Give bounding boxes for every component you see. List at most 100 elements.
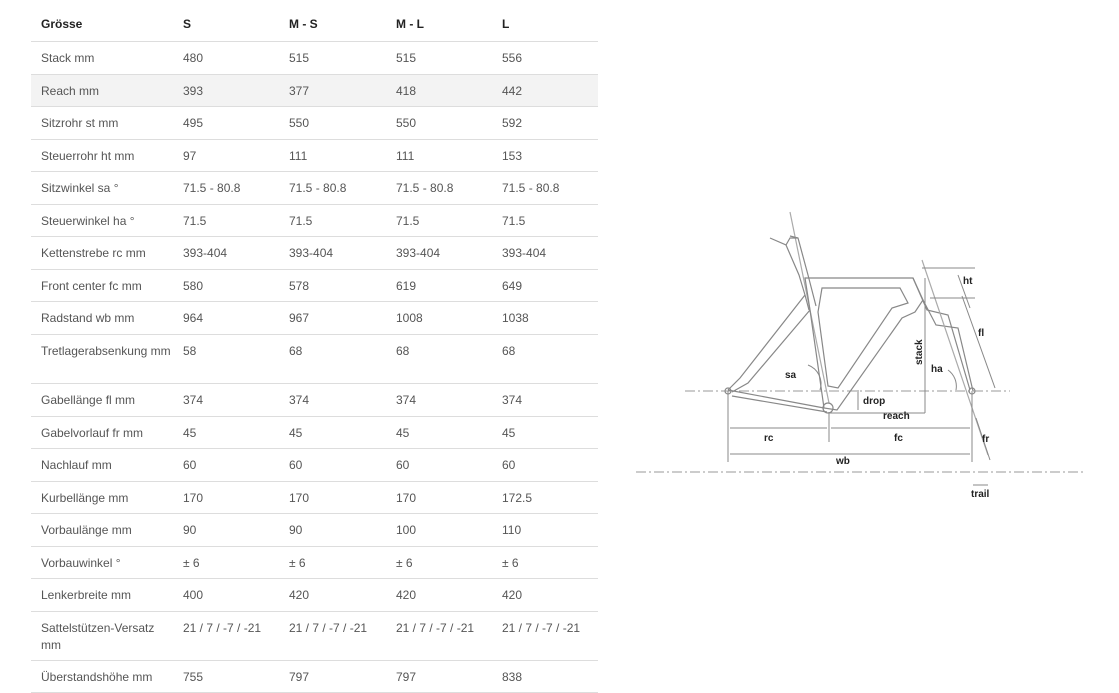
table-cell-m-l: 21 / 7 / -7 / -21: [386, 611, 492, 661]
chain-stay: [727, 389, 825, 409]
fork-front: [912, 277, 971, 391]
cell-value: 1008: [396, 311, 423, 325]
table-cell-s: 480: [173, 41, 279, 75]
table-cell-m-s: ± 6: [279, 546, 386, 579]
row-label-text: Radstand wb mm: [41, 311, 135, 325]
label-trail: trail: [971, 489, 990, 500]
table-cell-s: ± 6: [173, 546, 279, 579]
cell-value: 797: [289, 670, 310, 684]
table-cell-l: 374: [492, 383, 598, 417]
cell-value: 1038: [502, 311, 529, 325]
table-cell-s: 580: [173, 269, 279, 302]
cell-value: 71.5: [289, 214, 313, 228]
table-cell-m-s: 71.5 - 80.8: [279, 171, 386, 205]
table-cell-l: 45: [492, 416, 598, 449]
row-label: Überstandshöhe mm: [31, 660, 173, 693]
cell-value: 170: [289, 491, 310, 505]
cell-value: ± 6: [502, 556, 519, 570]
table-cell-l: 838: [492, 660, 598, 693]
label-stack: stack: [914, 339, 925, 365]
table-cell-s: 755: [173, 660, 279, 693]
cell-value: 393-404: [502, 246, 547, 260]
cell-value: 550: [289, 116, 310, 130]
cell-value: 420: [396, 588, 417, 602]
table-cell-l: 110: [492, 513, 598, 547]
row-label: Kurbellänge mm: [31, 481, 173, 514]
cell-value: 556: [502, 51, 523, 65]
table-cell-s: 45: [173, 416, 279, 449]
row-label-text: Kurbellänge mm: [41, 491, 129, 505]
table-cell-s: 60: [173, 448, 279, 482]
bike-frame: [724, 211, 989, 456]
row-label: Tretlagerabsenkung mm: [31, 334, 173, 384]
cell-value: 21 / 7 / -7 / -21: [502, 621, 581, 635]
row-label: Gabellänge fl mm: [31, 383, 173, 417]
table-cell-m-s: 68: [279, 334, 386, 384]
table-cell-l: ± 6: [492, 546, 598, 579]
table-cell-m-l: 60: [386, 448, 492, 482]
row-label: Kettenstrebe rc mm: [31, 236, 173, 270]
row-label-text: Steuerrohr ht mm: [41, 149, 135, 163]
cell-value: 393-404: [396, 246, 441, 260]
cell-value: 420: [502, 588, 523, 602]
cell-value: 21 / 7 / -7 / -21: [289, 621, 368, 635]
row-label: Nachlauf mm: [31, 448, 173, 482]
table-cell-m-s: 377: [279, 74, 386, 107]
row-label-text: Steuerwinkel ha °: [41, 214, 135, 228]
column-header-s: S: [173, 6, 279, 42]
cell-value: 60: [396, 458, 410, 472]
table-cell-l: 71.5 - 80.8: [492, 171, 598, 205]
cell-value: 71.5: [183, 214, 207, 228]
table-row: Sattelstützen-Versatz mm 21 / 7 / -7 / -2…: [31, 611, 598, 661]
row-label: Steuerrohr ht mm: [31, 139, 173, 172]
frame-geometry-diagram: ht fl stack ha sa drop reach rc fc fr wb…: [636, 211, 1086, 500]
row-label-text: Überstandshöhe mm: [41, 670, 153, 684]
row-label: Vorbaulänge mm: [31, 513, 173, 547]
label-fr: fr: [982, 434, 989, 445]
label-drop: drop: [863, 396, 885, 407]
table-cell-s: 58: [173, 334, 279, 384]
table-cell-m-l: 111: [386, 139, 492, 172]
cell-value: ± 6: [183, 556, 200, 570]
row-label-text: Tretlagerabsenkung mm: [41, 344, 171, 358]
ht-dimension: [957, 274, 971, 309]
saddle-clamp: [785, 237, 798, 246]
cell-value: 964: [183, 311, 204, 325]
table-cell-s: 374: [173, 383, 279, 417]
table-cell-l: 393-404: [492, 236, 598, 270]
row-label: Stack mm: [31, 41, 173, 75]
table-cell-s: 964: [173, 301, 279, 335]
cell-value: 418: [396, 84, 417, 98]
cell-value: 45: [396, 426, 410, 440]
cell-value: 649: [502, 279, 523, 293]
table-cell-m-s: 550: [279, 106, 386, 140]
table-cell-l: 442: [492, 74, 598, 107]
table-cell-l: 21 / 7 / -7 / -21: [492, 611, 598, 661]
cell-value: 172.5: [502, 491, 533, 505]
table-cell-l: 68: [492, 334, 598, 384]
column-header-size: Grösse: [31, 6, 173, 42]
row-label: Front center fc mm: [31, 269, 173, 302]
table-cell-m-l: 71.5: [386, 204, 492, 237]
table-cell-s: 495: [173, 106, 279, 140]
cell-value: 60: [502, 458, 516, 472]
cell-value: 170: [183, 491, 204, 505]
table-cell-l: 153: [492, 139, 598, 172]
table-cell-s: 400: [173, 578, 279, 612]
table-cell-m-s: 967: [279, 301, 386, 335]
row-label-text: Sattelstützen-Versatz mm: [41, 621, 155, 652]
row-label: Sattelstützen-Versatz mm: [31, 611, 173, 661]
cell-value: 374: [183, 393, 204, 407]
diagram-labels: ht fl stack ha sa drop reach rc fc fr wb…: [764, 276, 990, 500]
row-label: Steuerwinkel ha °: [31, 204, 173, 237]
cell-value: 755: [183, 670, 204, 684]
row-label-text: Vorbaulänge mm: [41, 523, 132, 537]
cell-value: 374: [502, 393, 523, 407]
table-cell-m-l: 393-404: [386, 236, 492, 270]
